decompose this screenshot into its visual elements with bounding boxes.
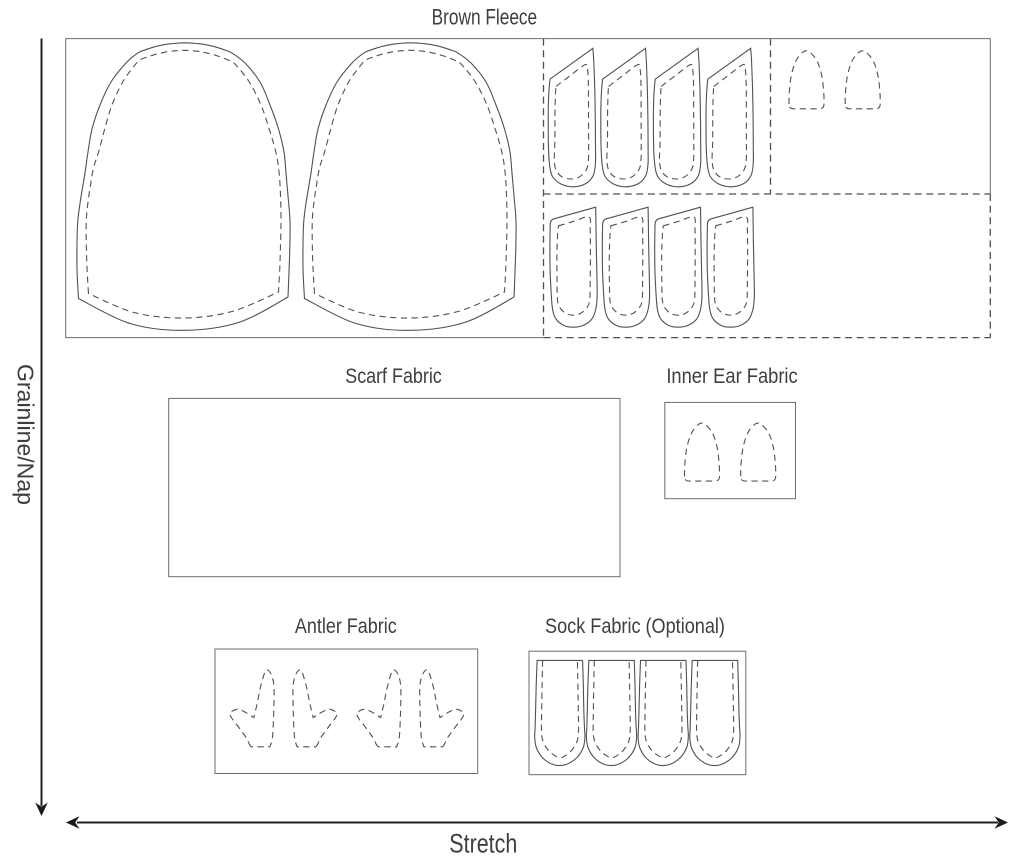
svg-text:Sock Fabric (Optional): Sock Fabric (Optional) [545, 614, 725, 638]
svg-text:Scarf Fabric: Scarf Fabric [345, 365, 442, 388]
svg-text:Antler Fabric: Antler Fabric [295, 614, 397, 638]
svg-text:Brown Fleece: Brown Fleece [432, 5, 538, 30]
svg-text:Grainline/Nap: Grainline/Nap [13, 364, 39, 505]
svg-text:Stretch: Stretch [449, 828, 517, 858]
svg-text:Inner Ear Fabric: Inner Ear Fabric [666, 365, 797, 388]
